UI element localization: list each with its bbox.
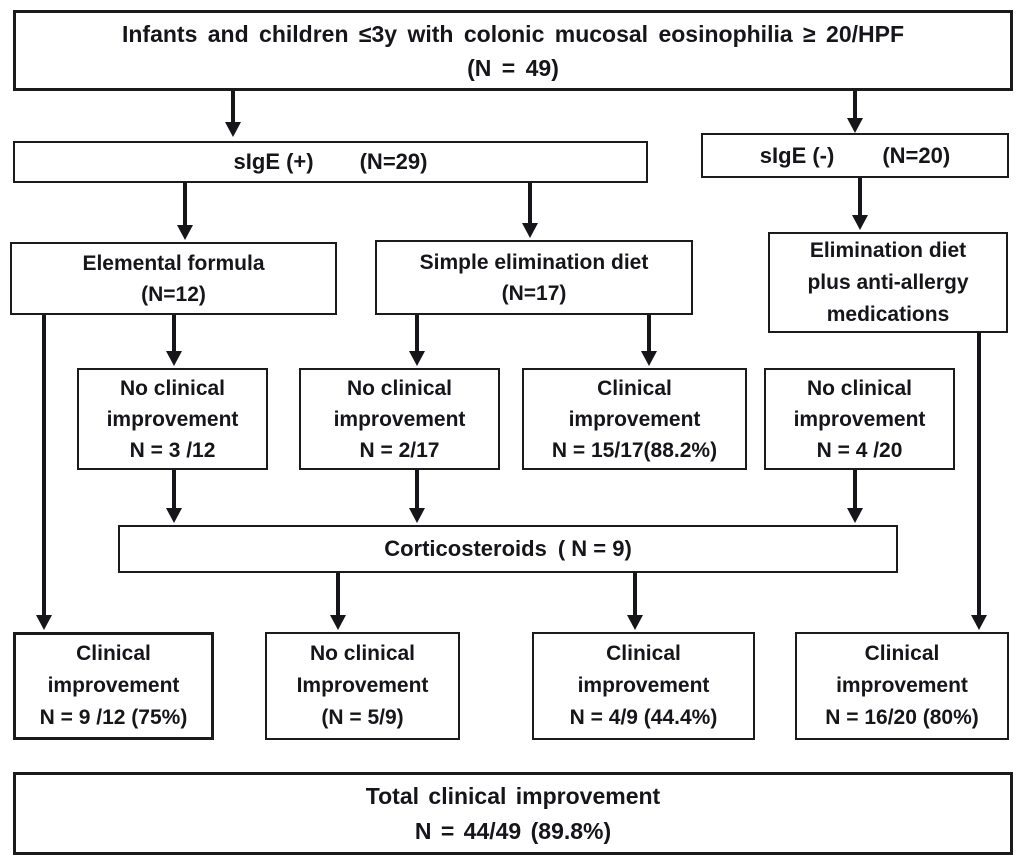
improvement-9-12-line2: improvement <box>47 674 180 697</box>
arrow-no-improvement-4-20-to-corticosteroids <box>847 470 863 523</box>
node-root-line2: (N = 49) <box>467 54 559 81</box>
elimination-diet-meds-line1: Elimination diet <box>809 238 967 262</box>
arrow-no-improvement-2-17-to-corticosteroids <box>409 470 425 523</box>
corticosteroids-count: ( N = 9) <box>557 536 632 561</box>
total-improvement-line2: N = 44/49 (89.8%) <box>414 817 612 844</box>
node-no-improvement-4-20: No clinical improvement N = 4 /20 <box>764 368 955 470</box>
node-root-line1: Infants and children ≤3y with colonic mu… <box>121 20 905 47</box>
no-improvement-2-17-line2: improvement <box>333 407 466 431</box>
sige-positive-label: sIgE (+) <box>233 149 314 174</box>
no-improvement-3-12-line2: improvement <box>106 407 239 431</box>
arrow-root-to-sige-negative <box>847 91 863 133</box>
no-improvement-5-9-line1: No clinical <box>309 642 416 665</box>
no-improvement-2-17-line3: N = 2/17 <box>359 438 440 462</box>
sige-negative-label: sIgE (-) <box>759 142 835 168</box>
improvement-9-12-line3: N = 9 /12 (75%) <box>39 706 188 729</box>
no-improvement-2-17-line1: No clinical <box>346 376 453 400</box>
node-elemental-formula: Elemental formula (N=12) <box>10 242 337 315</box>
node-improvement-15-17: Clinical improvement N = 15/17(88.2%) <box>522 368 747 470</box>
arrow-sige-positive-to-simple-diet <box>522 183 538 238</box>
node-root: Infants and children ≤3y with colonic mu… <box>13 10 1013 91</box>
no-improvement-4-20-line3: N = 4 /20 <box>816 438 903 462</box>
arrow-no-improvement-3-12-to-corticosteroids <box>166 470 182 523</box>
arrow-corticosteroids-to-no-improvement-5-9 <box>330 573 346 630</box>
arrow-elemental-to-no-improvement-3-12 <box>166 315 182 366</box>
improvement-15-17-line2: improvement <box>568 407 701 431</box>
node-improvement-9-12: Clinical improvement N = 9 /12 (75%) <box>13 632 214 740</box>
elimination-diet-meds-line2: plus anti-allergy <box>807 270 969 294</box>
node-total-improvement: Total clinical improvement N = 44/49 (89… <box>13 772 1013 855</box>
improvement-16-20-line1: Clinical <box>864 642 940 665</box>
no-improvement-5-9-line2: Improvement <box>296 674 429 697</box>
no-improvement-4-20-line1: No clinical <box>806 376 913 400</box>
no-improvement-3-12-line1: No clinical <box>119 376 226 400</box>
arrow-corticosteroids-to-improvement-4-9 <box>627 573 643 630</box>
improvement-15-17-line3: N = 15/17(88.2%) <box>551 438 718 462</box>
corticosteroids-label: Corticosteroids <box>384 536 547 561</box>
improvement-4-9-line1: Clinical <box>606 642 681 665</box>
arrow-sige-positive-to-elemental <box>177 183 193 240</box>
node-no-improvement-2-17: No clinical improvement N = 2/17 <box>299 368 500 470</box>
arrow-elimination-meds-to-improvement-16-20 <box>971 333 987 630</box>
arrow-root-to-sige-positive <box>225 91 241 137</box>
node-corticosteroids: Corticosteroids ( N = 9) <box>118 525 898 573</box>
improvement-16-20-line2: improvement <box>836 674 968 697</box>
improvement-4-9-line3: N = 4/9 (44.4%) <box>569 706 718 729</box>
improvement-15-17-line1: Clinical <box>597 376 672 400</box>
total-improvement-line1: Total clinical improvement <box>365 782 661 809</box>
node-no-improvement-5-9: No clinical Improvement (N = 5/9) <box>265 632 460 740</box>
simple-elimination-diet-line1: Simple elimination diet <box>419 250 649 274</box>
node-elimination-diet-meds: Elimination diet plus anti-allergy medic… <box>768 232 1008 333</box>
node-simple-elimination-diet: Simple elimination diet (N=17) <box>375 240 693 315</box>
arrow-simple-diet-to-improvement-15-17 <box>641 315 657 366</box>
sige-negative-count: (N=20) <box>882 142 951 168</box>
improvement-9-12-line1: Clinical <box>76 642 151 665</box>
no-improvement-3-12-line3: N = 3 /12 <box>129 438 216 462</box>
improvement-16-20-line3: N = 16/20 (80%) <box>825 706 979 729</box>
elemental-formula-line1: Elemental formula <box>82 251 265 275</box>
no-improvement-4-20-line2: improvement <box>793 407 926 431</box>
no-improvement-5-9-line3: (N = 5/9) <box>321 706 404 729</box>
elimination-diet-meds-line3: medications <box>826 302 950 326</box>
node-improvement-4-9: Clinical improvement N = 4/9 (44.4%) <box>532 632 755 740</box>
node-sige-negative: sIgE (-) (N=20) <box>701 133 1009 178</box>
arrow-sige-negative-to-elimination-meds <box>852 178 868 230</box>
arrow-simple-diet-to-no-improvement-2-17 <box>409 315 425 366</box>
node-no-improvement-3-12: No clinical improvement N = 3 /12 <box>77 368 268 470</box>
arrow-elemental-to-improvement-9-12 <box>36 315 52 630</box>
node-improvement-16-20: Clinical improvement N = 16/20 (80%) <box>795 632 1009 740</box>
elemental-formula-line2: (N=12) <box>141 282 206 306</box>
simple-elimination-diet-line2: (N=17) <box>501 281 567 305</box>
sige-positive-count: (N=29) <box>359 149 428 174</box>
node-sige-positive: sIgE (+) (N=29) <box>13 141 648 183</box>
improvement-4-9-line2: improvement <box>577 674 710 697</box>
